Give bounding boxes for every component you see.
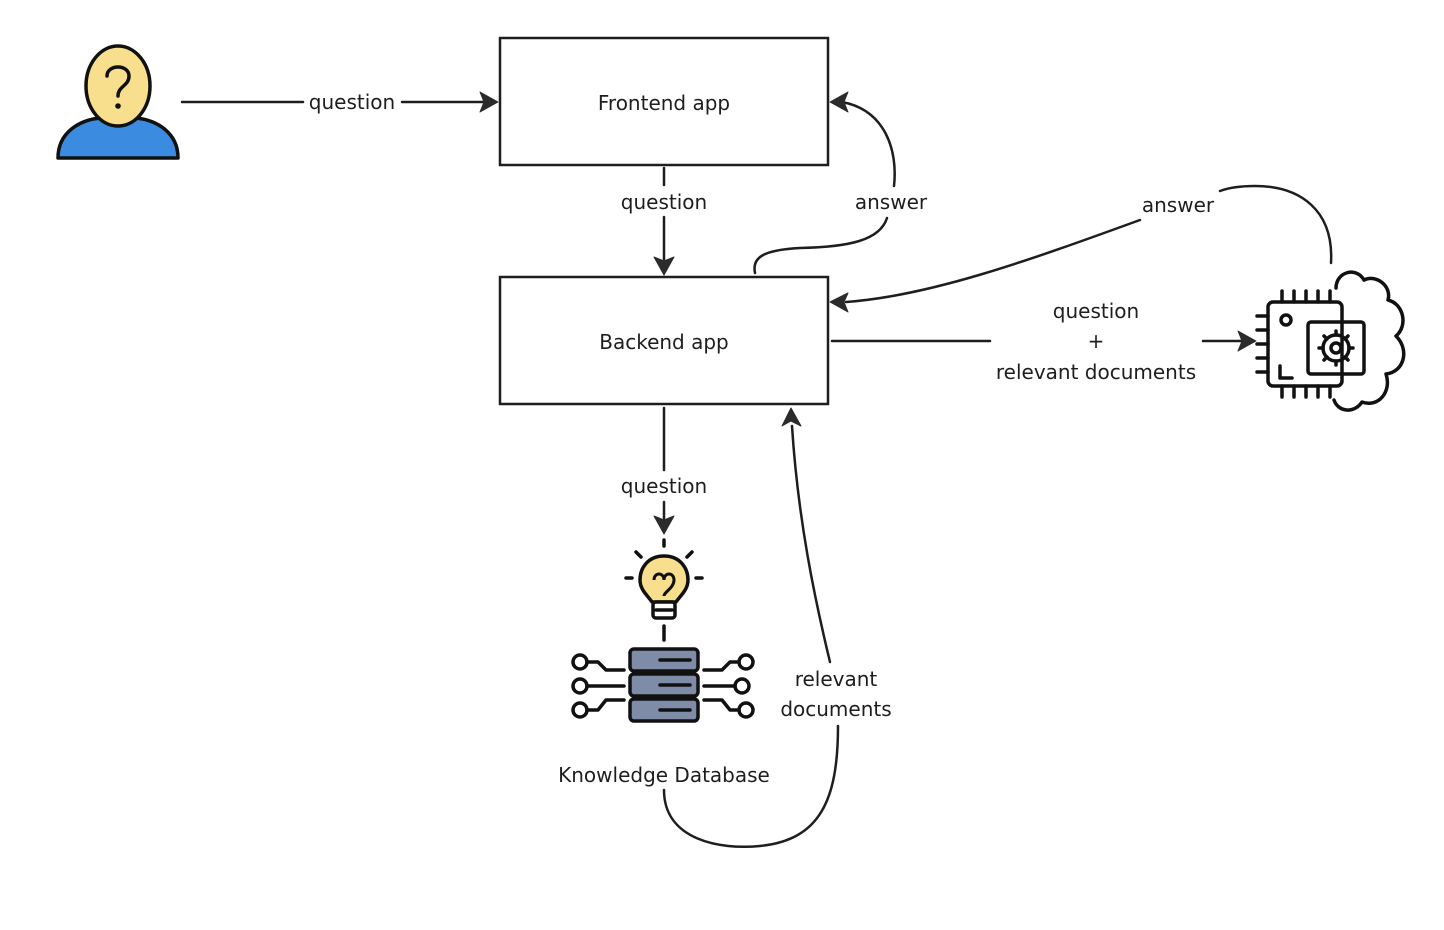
edge-label-relevant: relevant [795, 667, 878, 691]
knowledge-database-label: Knowledge Database [558, 763, 770, 787]
user-question-icon [56, 44, 180, 160]
edge-label-llm-question: question [1053, 299, 1139, 323]
edge-backend-to-llm: question + relevant documents [830, 299, 1257, 384]
lightbulb-database-icon [571, 538, 755, 723]
edge-label-frontend-question: question [621, 190, 707, 214]
edge-backend-to-db: question [621, 406, 707, 535]
edge-backend-to-frontend: answer [753, 91, 928, 275]
backend-app-node: Backend app [498, 275, 830, 406]
edge-label-answer-frontend: answer [855, 190, 928, 214]
edge-label-answer-llm: answer [1142, 193, 1215, 217]
edge-label-user-question: question [309, 90, 395, 114]
edge-label-db-question: question [621, 474, 707, 498]
edge-llm-to-backend: answer [829, 184, 1333, 313]
edge-user-to-frontend: question [180, 90, 499, 114]
edge-label-llm-plus: + [1088, 329, 1105, 353]
edge-db-to-backend: relevant documents [662, 407, 892, 849]
frontend-app-label: Frontend app [598, 91, 730, 115]
ai-chip-brain-icon [1255, 270, 1406, 412]
edge-frontend-to-backend: question [621, 166, 707, 276]
backend-app-label: Backend app [599, 330, 729, 354]
edge-label-documents: documents [780, 697, 891, 721]
edge-label-llm-documents: relevant documents [996, 360, 1196, 384]
frontend-app-node: Frontend app [498, 36, 830, 167]
